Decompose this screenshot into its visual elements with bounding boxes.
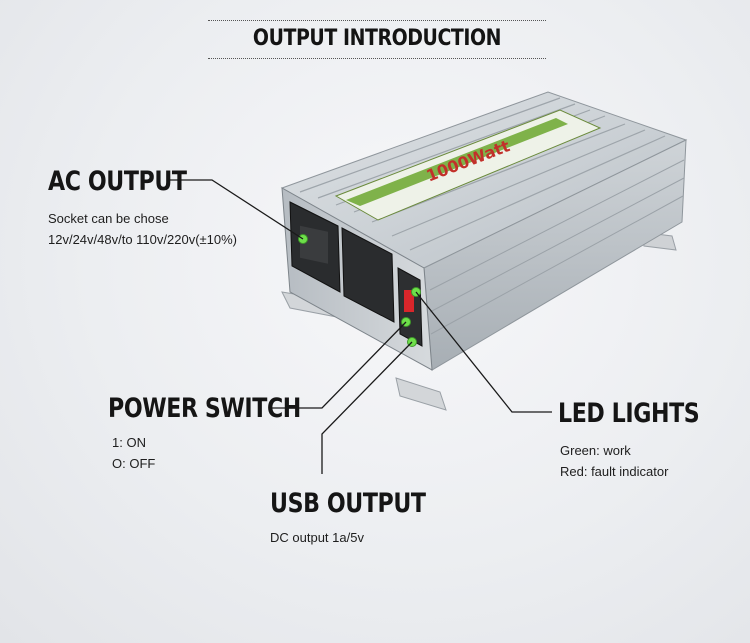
title-divider-top: [208, 20, 546, 21]
led-lights-heading: LED LIGHTS: [558, 398, 700, 429]
power-switch-rocker: [404, 290, 414, 312]
led-lights-line: Green: work: [560, 443, 631, 458]
power-switch-heading: POWER SWITCH: [108, 393, 301, 424]
leader-lines: [170, 179, 552, 474]
ac-output-line: Socket can be chose: [48, 211, 169, 226]
usb-output-description: DC output 1a/5v: [270, 527, 364, 548]
title-block: OUTPUT INTRODUCTION: [208, 20, 546, 60]
power-switch-description: 1: ON O: OFF: [112, 432, 155, 474]
led-lights-line: Red: fault indicator: [560, 464, 669, 479]
led-lights-description: Green: work Red: fault indicator: [560, 440, 668, 482]
ac-output-description: Socket can be chose 12v/24v/48v/to 110v/…: [48, 208, 237, 250]
power-switch-line: 1: ON: [112, 435, 146, 450]
ac-output-line: 12v/24v/48v/to 110v/220v(±10%): [48, 232, 238, 247]
product-label: [334, 109, 602, 221]
ac-output-heading: AC OUTPUT: [48, 166, 187, 197]
ac-socket: [341, 227, 395, 323]
page-title: OUTPUT INTRODUCTION: [252, 26, 502, 51]
usb-output-line: DC output 1a/5v: [270, 530, 364, 545]
usb-output-heading: USB OUTPUT: [270, 488, 426, 519]
title-divider-bottom: [208, 58, 546, 59]
power-switch-line: O: OFF: [112, 456, 156, 471]
ac-socket: [289, 201, 341, 293]
